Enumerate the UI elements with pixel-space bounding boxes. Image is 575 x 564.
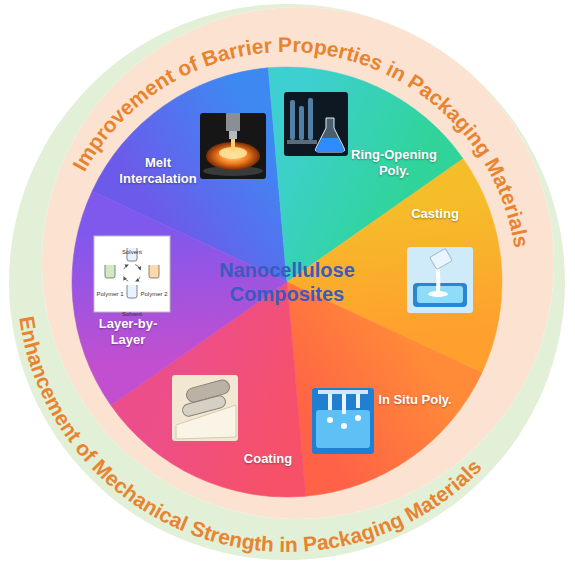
illustration-label: Polymer 2 (141, 291, 168, 298)
casting-illustration-part (430, 248, 453, 269)
sector-fill (287, 282, 482, 496)
in-situ-illustration-part (342, 394, 346, 414)
layer-by-layer-illustration-part (135, 265, 140, 270)
ring-opening-illustration-part (308, 98, 313, 140)
in-situ-illustration-part (316, 410, 370, 448)
coating-illustration-part (181, 395, 227, 418)
ring-opening-illustration-part (287, 140, 317, 144)
coating-illustration-part (172, 375, 238, 441)
illustration-label: Solvent (122, 311, 142, 318)
layer-by-layer-illustration (94, 236, 170, 312)
band-shape (9, 4, 565, 560)
band-fill (9, 4, 565, 560)
band-fill (42, 7, 554, 519)
illustration-label: Solvent (122, 249, 142, 256)
layer-by-layer-illustration-part (127, 285, 137, 298)
center-title: Nanocellulose Composites (207, 258, 367, 306)
band-shape (42, 7, 554, 519)
ring-opening-illustration-part (299, 106, 304, 140)
in-situ-illustration-part (327, 417, 333, 423)
layer-by-layer-illustration-part (105, 265, 115, 278)
melt-illustration (200, 113, 266, 179)
sector-label: Layer-by-Layer (93, 316, 163, 348)
hexagon-shape (196, 182, 378, 382)
in-situ-illustration-part (312, 388, 374, 454)
sector-label: Melt Intercalation (111, 155, 206, 187)
ring-opening-illustration-part (316, 138, 345, 152)
casting-illustration-part (428, 291, 448, 297)
ring-opening-illustration-part (284, 92, 348, 156)
melt-illustration-part (200, 113, 266, 179)
casting-illustration-part (407, 247, 473, 313)
center-hexagon: Nanocellulose Composites (196, 182, 378, 382)
sector-label: Casting (400, 206, 470, 222)
in-situ-illustration-part (341, 423, 347, 429)
sector-fill (72, 191, 287, 405)
layer-by-layer-illustration-part (149, 265, 159, 278)
in-situ-illustration-part (318, 390, 368, 394)
sector-label: Coating (233, 451, 303, 467)
in-situ-illustration (312, 388, 374, 454)
ring-opening-illustration-part (290, 100, 295, 140)
layer-by-layer-illustration-part (136, 277, 140, 281)
coating-illustration (172, 375, 238, 441)
sector-label: In Situ Poly. (370, 392, 460, 408)
casting-illustration-part (437, 266, 438, 292)
method-sector: In Situ Poly. (287, 282, 482, 497)
melt-illustration-part (231, 139, 235, 151)
illustration-label: Polymer 1 (97, 291, 124, 298)
band-shape (9, 4, 565, 560)
sector-shape (287, 282, 482, 497)
casting-illustration (407, 247, 473, 313)
band-text-layer: Enhancement of Mechanical Strength in Pa… (9, 4, 565, 560)
in-situ-illustration-part (328, 394, 332, 410)
melt-illustration-part (229, 131, 237, 139)
sector-label: Ring-Opening Poly. (344, 147, 444, 179)
layer-by-layer-illustration-part (124, 277, 128, 281)
ring-opening-illustration-part (315, 118, 344, 152)
layer-by-layer-illustration-part (124, 265, 128, 269)
in-situ-illustration-part (355, 415, 361, 421)
layer-by-layer-illustration-part (94, 236, 170, 312)
melt-illustration-part (226, 113, 240, 131)
ring-opening-illustration (284, 92, 348, 156)
in-situ-illustration-part (356, 394, 360, 408)
strength-band: Enhancement of Mechanical Strength in Pa… (9, 4, 565, 560)
